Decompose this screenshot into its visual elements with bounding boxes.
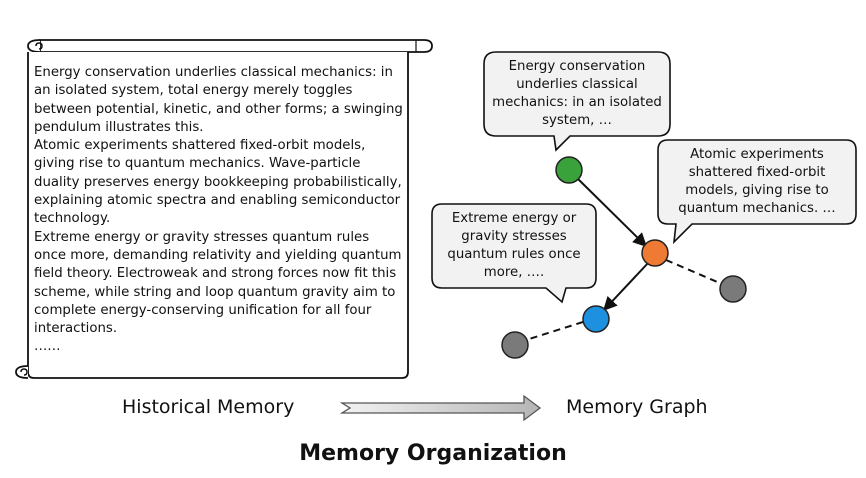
node-green bbox=[555, 156, 583, 184]
bubble-orange bbox=[657, 139, 857, 245]
memory-paragraph: Extreme energy or gravity stresses quant… bbox=[34, 229, 402, 337]
node-orange bbox=[641, 239, 669, 267]
node-gray-left bbox=[501, 331, 529, 359]
memory-paragraph: Atomic experiments shattered fixed-orbit… bbox=[34, 138, 402, 227]
edge-orange-gray bbox=[665, 259, 723, 285]
bubble-blue bbox=[431, 203, 597, 304]
memory-paragraph: Energy conservation underlies classical … bbox=[34, 65, 403, 135]
memory-ellipsis: …… bbox=[34, 339, 61, 355]
bubble-green bbox=[483, 51, 671, 152]
page-title: Memory Organization bbox=[299, 441, 567, 466]
caption-memory-graph: Memory Graph bbox=[566, 396, 708, 418]
node-blue bbox=[582, 305, 610, 333]
bubble-orange-text: Atomic experiments shattered fixed-orbit… bbox=[678, 147, 836, 216]
edge-blue-gray bbox=[525, 321, 584, 341]
node-gray-right bbox=[719, 275, 747, 303]
bubble-blue-text: Extreme energy or gravity stresses quant… bbox=[447, 211, 581, 280]
bubble-green-text: Energy conservation underlies classical … bbox=[492, 59, 662, 128]
edge-green-orange bbox=[575, 176, 647, 247]
historical-memory-text: Energy conservation underlies classical … bbox=[34, 64, 404, 357]
transition-arrow bbox=[339, 394, 542, 422]
edge-orange-blue bbox=[603, 261, 650, 312]
memory-scroll bbox=[15, 39, 433, 379]
caption-historical-memory: Historical Memory bbox=[122, 396, 295, 418]
